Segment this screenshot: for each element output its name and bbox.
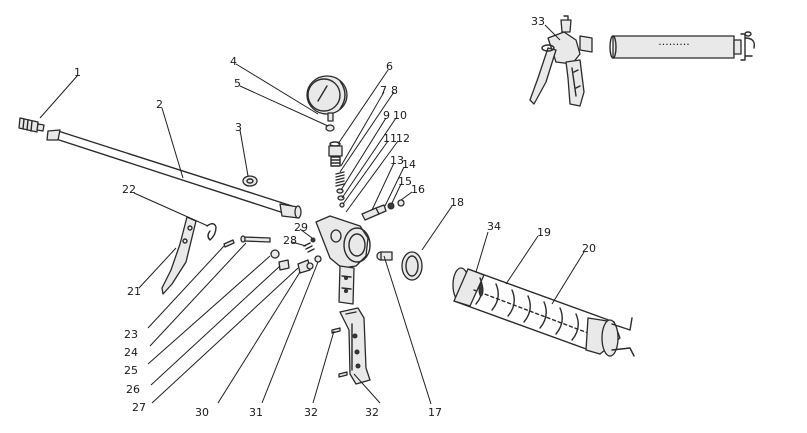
callout-34: 34 [487,220,501,233]
callout-8: 8 [391,84,398,97]
callout-7: 7 [380,84,387,97]
callout-29: 29 [294,221,308,234]
callout-17: 17 [428,406,442,419]
barrel-dotted-label: ········· [658,38,689,51]
callout-20: 20 [582,242,596,255]
part-6-fitting [328,141,343,167]
part-5-gauge-seal [325,124,335,132]
callout-32-right: 32 [365,406,379,419]
barrel-inset: ········· [609,31,755,61]
part-4-pressure-gauge [306,75,348,122]
callout-23: 23 [124,328,138,341]
callout-1: 1 [74,66,81,79]
part-28-spring [303,242,315,253]
part-13-15-check-valve [361,202,395,221]
callout-16: 16 [411,183,425,196]
callout-10: 10 [393,109,407,122]
part-29-ball [310,237,316,243]
callout-25: 25 [124,364,138,377]
callout-26: 26 [126,383,140,396]
callout-4: 4 [230,55,237,68]
callout-3: 3 [235,121,242,134]
callout-22: 22 [122,183,136,196]
callout-13: 13 [390,154,404,167]
callout-33: 33 [531,15,545,28]
part-18-head-seal [401,251,423,281]
callout-12: 12 [396,132,410,145]
part-16-o-ring [397,199,405,207]
callout-21: 21 [127,285,141,298]
callout-15: 15 [398,175,412,188]
part-21-trigger-lever [161,216,197,295]
part-9-12-valve-stack [335,171,345,208]
grease-barrel-assembly [452,267,635,357]
callout-6: 6 [386,60,393,73]
callout-18: 18 [450,196,464,209]
callout-2: 2 [156,98,163,111]
part-22-spring-clip [206,223,217,241]
callout-31: 31 [249,406,263,419]
leader-lines [39,24,585,405]
callout-19: 19 [537,226,551,239]
part-25-washer [270,249,280,259]
part-3-washer [242,175,258,187]
callout-5: 5 [234,77,241,90]
part-24-axle-pin [240,235,271,243]
part-27-plug [297,259,311,274]
callout-9: 9 [383,109,390,122]
callout-27: 27 [132,401,146,414]
part-26-bushing [278,259,290,271]
part-30-31-fittings [306,255,322,270]
gun-head-body [315,215,371,305]
callout-32-left: 32 [304,406,318,419]
part-2-extension-pipe [46,129,302,219]
callout-14: 14 [402,158,416,171]
part-33-grease-gun-assembly [529,15,593,107]
part-23-pin [223,239,235,248]
callout-30: 30 [195,406,209,419]
callout-11: 11 [383,132,397,145]
part-32-handle-grip [331,307,371,385]
callout-labels: 1 2 3 4 5 6 7 8 9 10 11 12 13 14 15 16 1… [74,15,596,419]
callout-24: 24 [124,346,138,359]
part-17-piston [376,251,393,261]
part-1-coupler [18,117,45,133]
callout-28: 28 [283,234,297,247]
